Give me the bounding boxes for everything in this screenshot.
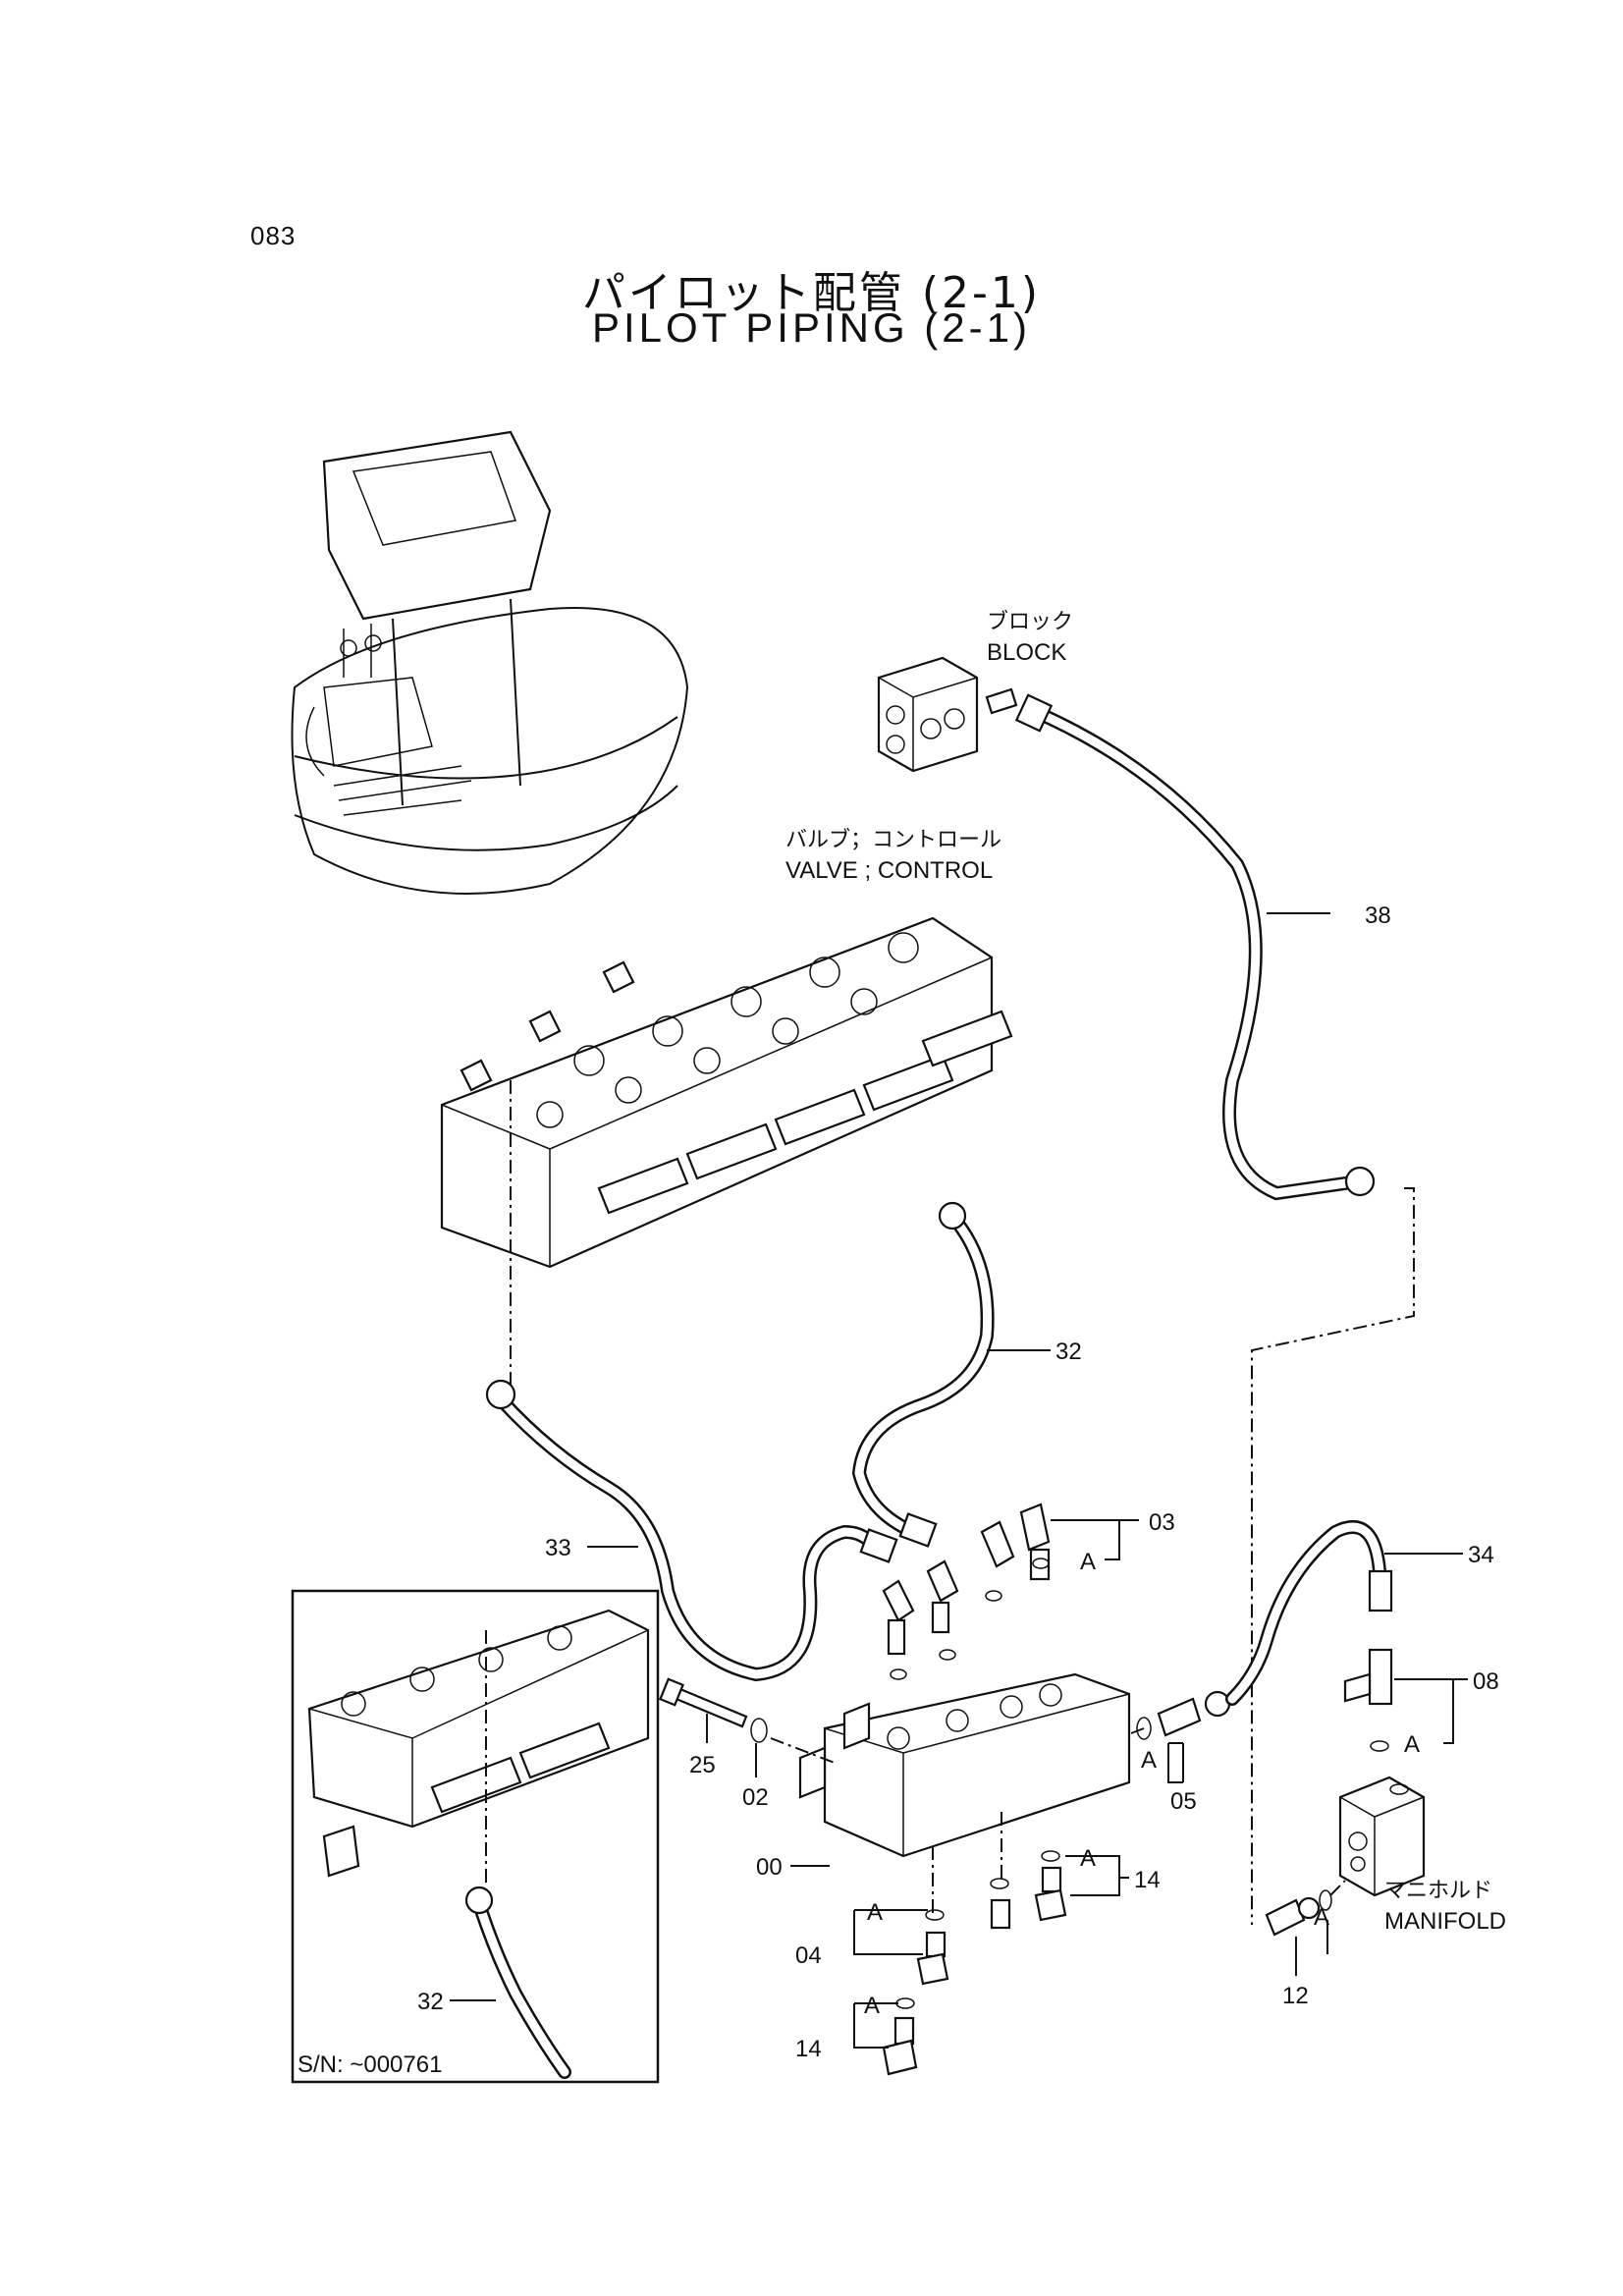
- callout-08: 08: [1473, 1668, 1499, 1695]
- callout-25: 25: [689, 1752, 716, 1778]
- control-valve-part: [440, 916, 1013, 1269]
- machine-overview-illustration: [291, 430, 689, 895]
- callout-04: 04: [795, 1942, 822, 1969]
- manifold-label-jp: マニホルド: [1384, 1879, 1492, 1903]
- page-number: 083: [250, 221, 297, 250]
- manifold-block-00: [798, 1672, 1131, 1858]
- inset-detail: [291, 1589, 660, 2084]
- mark-a5: A: [1080, 1845, 1096, 1872]
- fittings-lower: [882, 1850, 1067, 2076]
- block-label-jp: ブロック: [987, 610, 1073, 634]
- washer-02: [750, 1718, 768, 1743]
- callout-03: 03: [1149, 1509, 1175, 1536]
- callout-05: 05: [1170, 1788, 1197, 1815]
- tee-fitting-08: [1343, 1648, 1393, 1752]
- bolt-25: [659, 1677, 748, 1728]
- inset-serial-note: S/N: ~000761: [298, 2051, 442, 2078]
- fitting-12: [1265, 1889, 1332, 1937]
- valve-label-en: VALVE ; CONTROL: [785, 857, 993, 884]
- callout-02: 02: [742, 1784, 769, 1811]
- callout-33: 33: [545, 1535, 571, 1561]
- title-japanese: パイロット配管 (2-1): [581, 268, 1042, 318]
- block-part: [877, 656, 1018, 773]
- hose-38: [1014, 693, 1376, 1201]
- callout-34: 34: [1468, 1542, 1494, 1568]
- fittings-upper: [882, 1503, 1051, 1680]
- mark-a1: A: [1080, 1549, 1096, 1575]
- manifold-label-en: MANIFOLD: [1384, 1908, 1506, 1935]
- hose-34: [1225, 1520, 1393, 1706]
- callout-12: 12: [1282, 1983, 1309, 2009]
- callout-14a: 14: [1134, 1867, 1161, 1893]
- mark-a6: A: [867, 1899, 883, 1926]
- callout-38: 38: [1365, 902, 1391, 929]
- mark-a4: A: [1314, 1904, 1329, 1931]
- block-label-en: BLOCK: [987, 639, 1066, 666]
- mark-a3: A: [1404, 1731, 1420, 1758]
- callout-00: 00: [756, 1854, 783, 1881]
- mark-a7: A: [864, 1993, 880, 2019]
- callout-32: 32: [1055, 1339, 1082, 1365]
- valve-label-jp: バルブ；コントロール: [785, 828, 1001, 852]
- manifold-part: [1338, 1776, 1426, 1897]
- callout-32-inset: 32: [417, 1989, 444, 2015]
- callout-14b: 14: [795, 2036, 822, 2062]
- hose-32: [851, 1201, 995, 1548]
- hose-33: [485, 1379, 898, 1682]
- title-english: PILOT PIPING (2-1): [592, 304, 1031, 351]
- fitting-05: [1136, 1690, 1231, 1740]
- mark-a2: A: [1141, 1747, 1157, 1774]
